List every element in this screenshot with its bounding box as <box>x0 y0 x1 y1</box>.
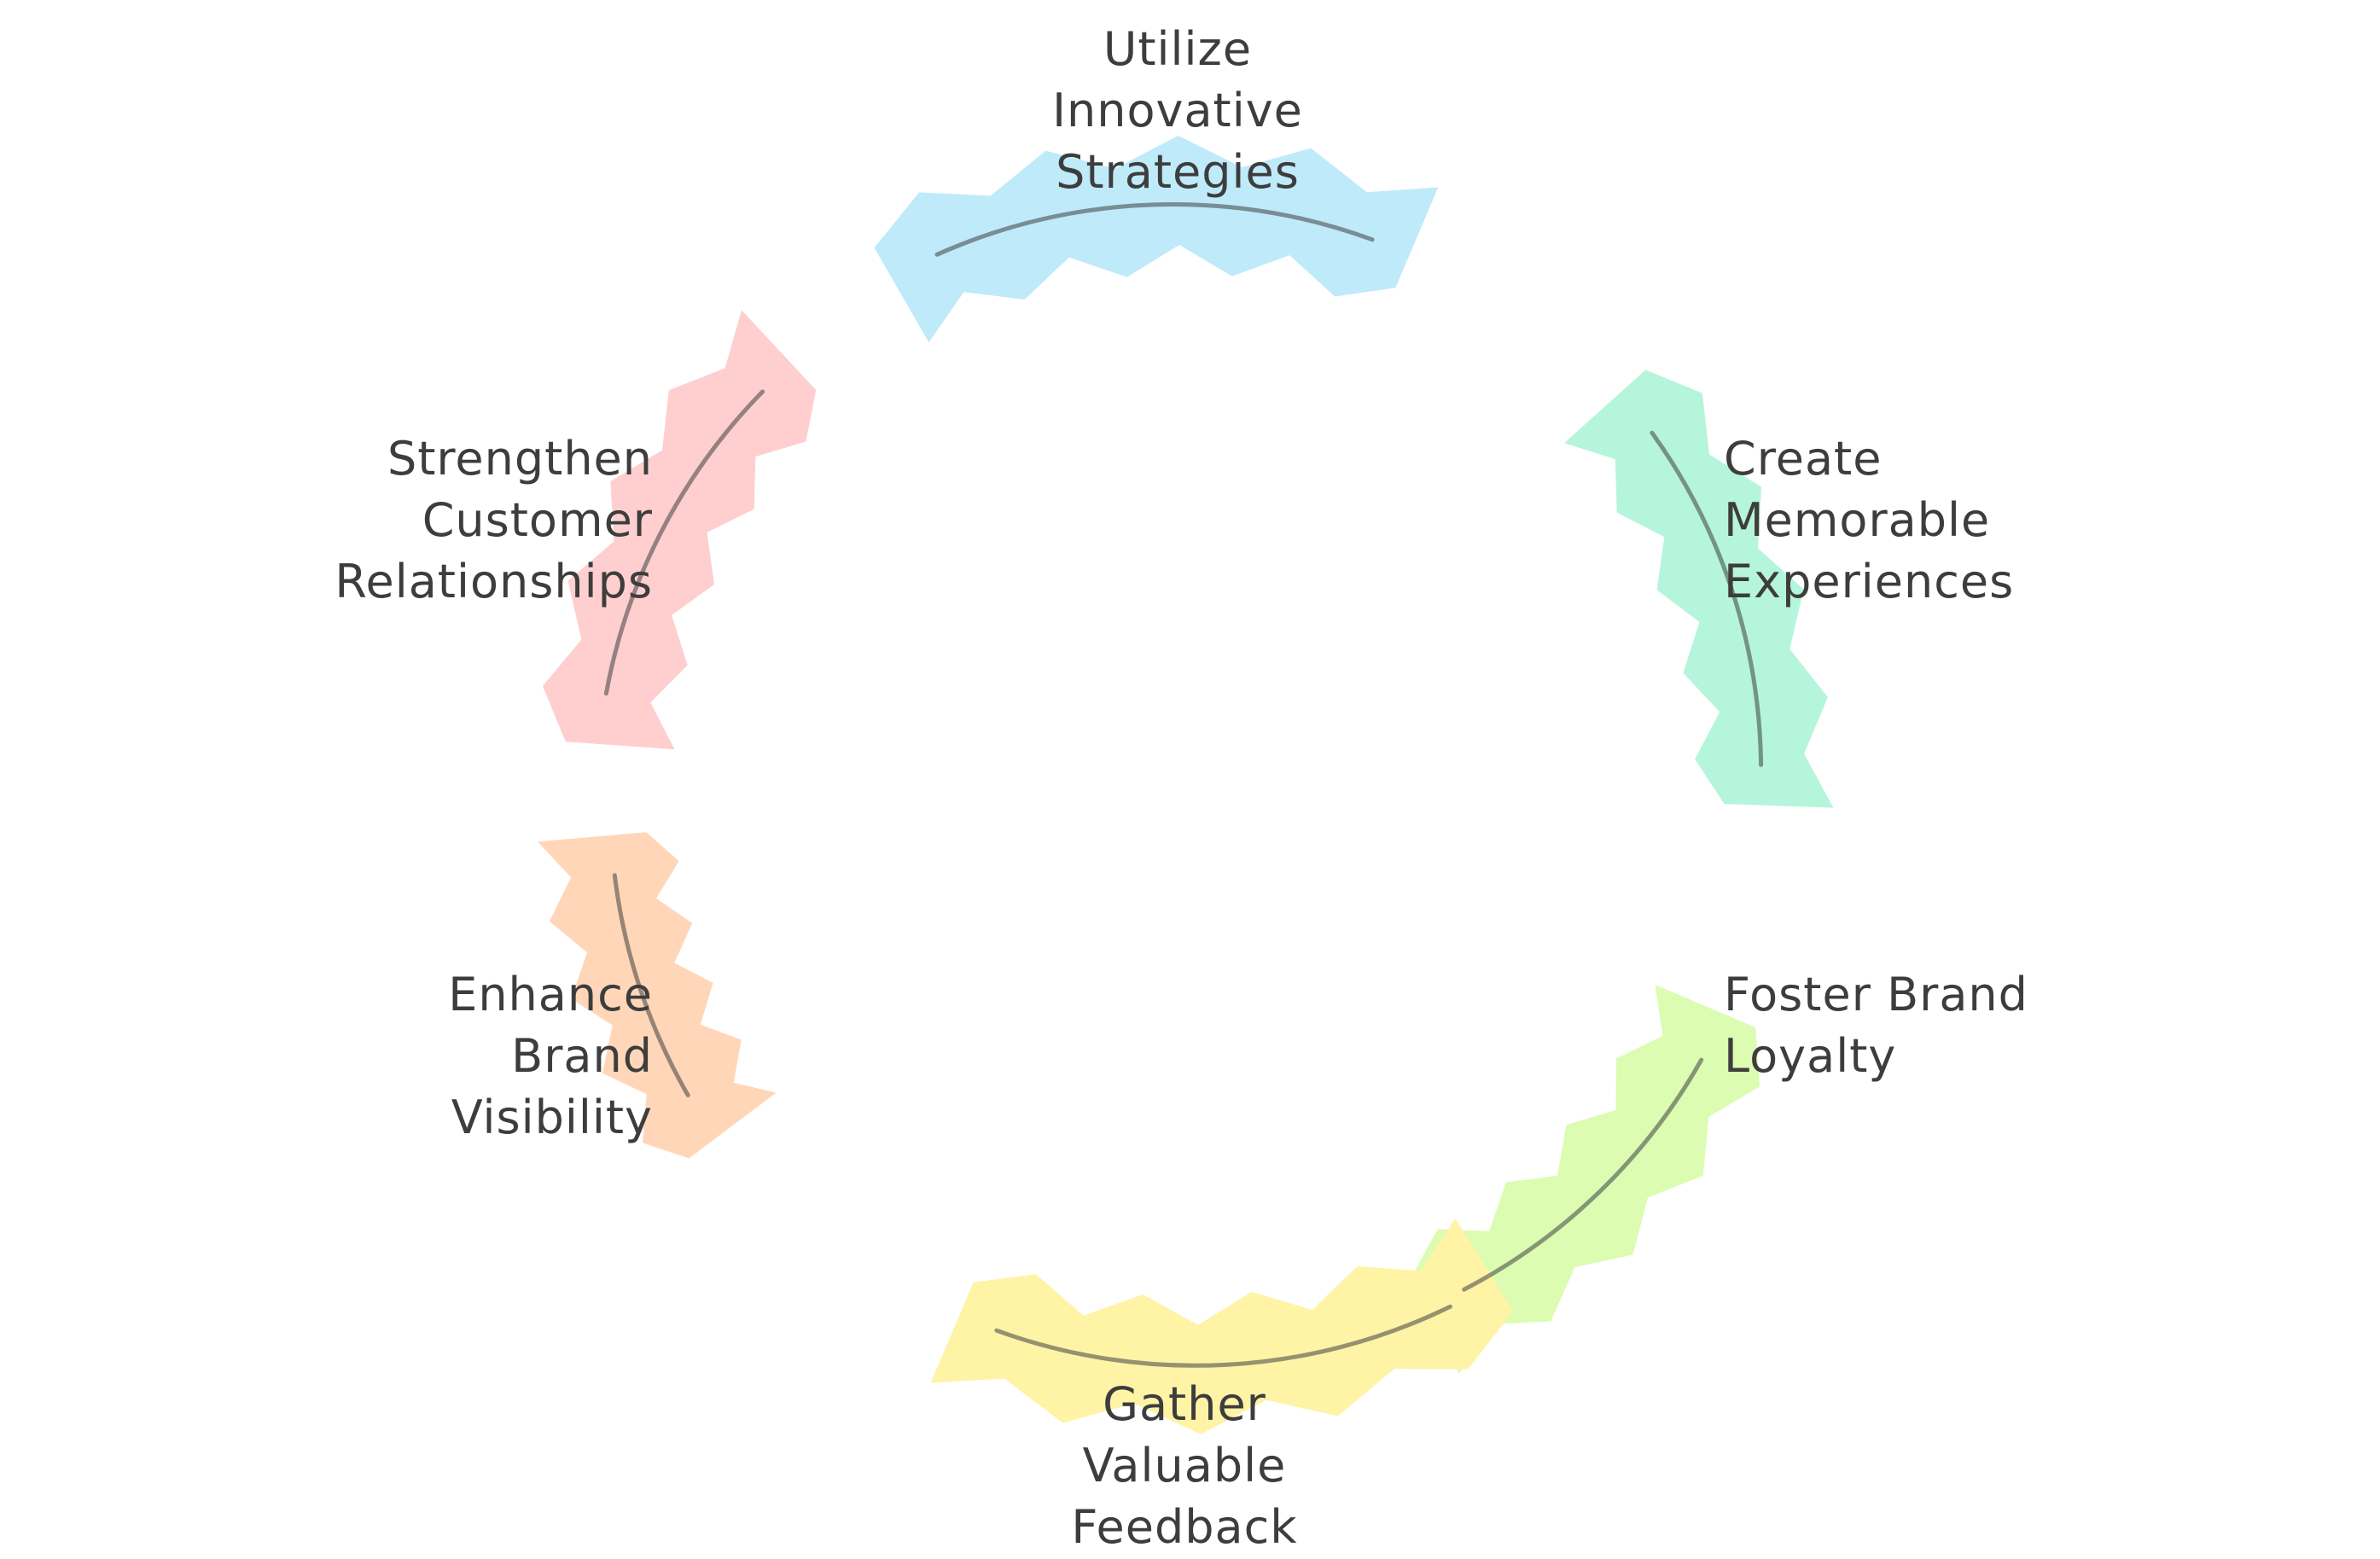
step-3-line-1: Foster Brand <box>1724 968 2028 1021</box>
step-1-line-1: Utilize <box>1103 22 1253 76</box>
arrow-sketch-line-6 <box>603 389 765 696</box>
arrow-highlight-4 <box>930 1219 1514 1434</box>
arrow-highlight-2 <box>1564 369 1834 808</box>
step-label-utilize-innovative-strategies: Utilize Innovative Strategies <box>1052 19 1303 203</box>
arrow-sketch-line-3 <box>1462 1057 1704 1292</box>
arrow-sketch-line-1 <box>934 202 1375 257</box>
highlight-layer <box>537 136 1834 1434</box>
step-label-create-memorable-experiences: Create Memorable Experiences <box>1724 428 2014 613</box>
step-label-gather-valuable-feedback: Gather Valuable Feedback <box>1071 1374 1297 1558</box>
arrow-highlight-3 <box>1412 985 1760 1374</box>
step-2-line-2: Memorable <box>1724 493 1991 547</box>
step-label-foster-brand-loyalty: Foster Brand Loyalty <box>1724 964 2028 1087</box>
step-5-line-3: Visibility <box>451 1091 653 1144</box>
step-3-line-2: Loyalty <box>1724 1029 1897 1083</box>
arrow-sketch-line-2 <box>1650 430 1764 767</box>
step-label-strengthen-customer-relationships: Strengthen Customer Relationships <box>335 428 653 613</box>
arrow-highlight-5 <box>537 832 777 1159</box>
step-1-line-2: Innovative <box>1052 84 1303 137</box>
arrow-sketch-line-4 <box>994 1304 1452 1368</box>
arrow-sketch-line-5 <box>612 873 690 1097</box>
step-label-enhance-brand-visibility: Enhance Brand Visibility <box>448 964 653 1149</box>
step-2-line-3: Experiences <box>1724 555 2015 608</box>
step-6-line-1: Strengthen <box>387 432 653 486</box>
step-5-line-1: Enhance <box>448 968 653 1021</box>
arrow-highlight-1 <box>874 136 1439 343</box>
arrow-highlight-6 <box>542 310 817 750</box>
arrow-layer <box>603 202 1764 1368</box>
step-4-line-1: Gather <box>1103 1377 1266 1431</box>
step-4-line-3: Feedback <box>1071 1500 1298 1554</box>
step-6-line-3: Relationships <box>335 555 653 608</box>
step-6-line-2: Customer <box>422 493 653 547</box>
step-1-line-3: Strategies <box>1056 145 1300 199</box>
step-2-line-1: Create <box>1724 432 1882 486</box>
step-5-line-2: Brand <box>511 1029 653 1083</box>
step-4-line-2: Valuable <box>1082 1439 1287 1492</box>
